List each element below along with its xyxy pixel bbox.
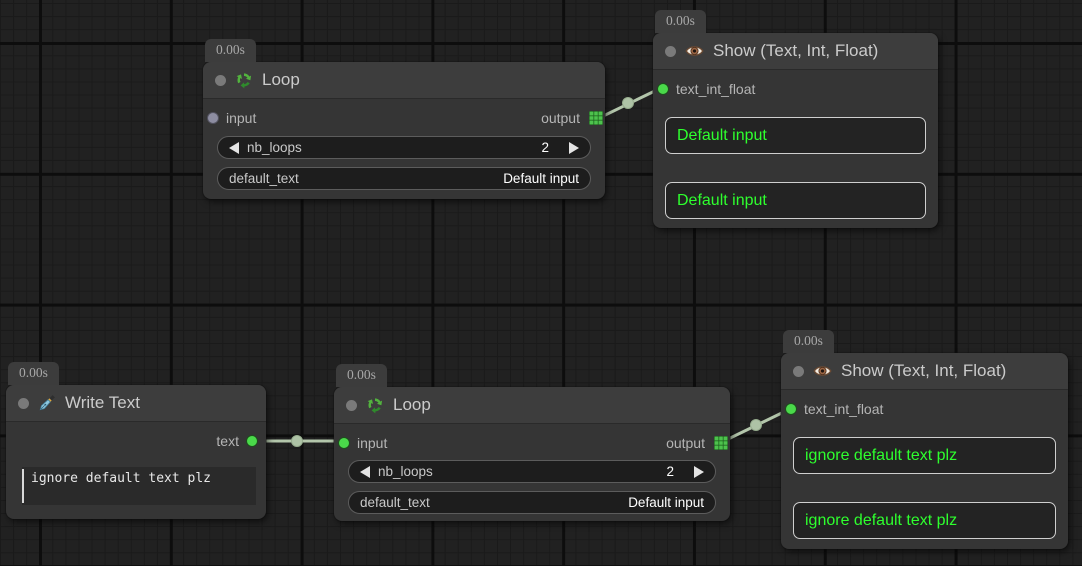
show-text-output-box: Default input [665,182,926,219]
reroute-dot[interactable] [291,435,303,447]
widget-label: default_text [360,495,430,510]
slot-dot-connected[interactable] [338,437,350,449]
input-slot-text-int-float[interactable]: text_int_float [657,81,755,97]
collapse-dot[interactable] [215,74,226,86]
show-text-output-box: ignore default text plz [793,437,1056,474]
increment-arrow-icon[interactable] [569,141,579,154]
widget-label: nb_loops [247,140,302,155]
node-show-top[interactable]: 0.00s Show (Text, Int, Float) text_int_f… [653,10,938,228]
input-slot-input[interactable]: input [338,435,387,451]
widget-value[interactable]: 2 [541,140,549,155]
node-title-bar[interactable]: Show (Text, Int, Float) [653,33,938,70]
output-slot-label: output [541,110,580,126]
slot-dot-disconnected[interactable] [207,112,219,124]
grid-output-icon[interactable] [589,111,603,125]
reroute-dot[interactable] [750,419,762,431]
show-text-output-box: Default input [665,117,926,154]
widget-label: default_text [229,171,299,186]
output-slot-output[interactable]: output [541,110,603,126]
node-loop-bottom[interactable]: 0.00s Loop input output nb_loops 2 defau… [334,364,730,521]
text-area-value: ignore default text plz [31,471,212,486]
nb-loops-number-widget[interactable]: nb_loops 2 [217,136,591,159]
execution-time-badge: 0.00s [336,364,387,387]
node-write-text[interactable]: 0.00s Write Text text ignore default tex… [6,362,266,519]
node-title: Loop [393,395,431,414]
node-show-bottom[interactable]: 0.00s Show (Text, Int, Float) text_int_f… [781,330,1068,549]
node-title-bar[interactable]: Loop [334,387,730,424]
eye-icon [813,364,832,378]
recycle-icon [235,71,253,89]
text-caret [22,469,24,503]
input-slot-label: text_int_float [676,81,756,97]
input-slot-label: input [357,435,388,451]
execution-time-badge: 0.00s [783,330,834,353]
reroute-dot[interactable] [622,97,634,109]
slot-dot-connected[interactable] [657,83,669,95]
decrement-arrow-icon[interactable] [229,141,239,154]
node-title: Write Text [65,393,140,412]
widget-value[interactable]: 2 [666,464,674,479]
node-title-bar[interactable]: Loop [203,62,605,99]
slot-dot-connected[interactable] [785,403,797,415]
input-slot-label: text_int_float [804,401,884,417]
execution-time-badge: 0.00s [205,39,256,62]
input-slot-input[interactable]: input [207,110,256,126]
slot-dot-connected[interactable] [246,435,258,447]
default-text-widget[interactable]: default_text Default input [348,491,716,514]
output-slot-text[interactable]: text [216,433,258,449]
output-slot-output[interactable]: output [666,435,728,451]
widget-value[interactable]: Default input [503,171,579,186]
widget-value[interactable]: Default input [628,495,704,510]
grid-output-icon[interactable] [714,436,728,450]
collapse-dot[interactable] [346,399,357,411]
pen-icon [38,394,56,412]
eye-icon [685,44,704,58]
default-text-widget[interactable]: default_text Default input [217,167,591,190]
node-title-bar[interactable]: Show (Text, Int, Float) [781,353,1068,390]
decrement-arrow-icon[interactable] [360,465,370,478]
node-title: Show (Text, Int, Float) [841,361,1007,380]
recycle-icon [366,396,384,414]
execution-time-badge: 0.00s [8,362,59,385]
widget-label: nb_loops [378,464,433,479]
node-loop-top[interactable]: 0.00s Loop input output nb_loops 2 defau… [203,39,605,199]
input-slot-label: input [226,110,257,126]
node-title: Show (Text, Int, Float) [713,41,879,60]
collapse-dot[interactable] [665,45,676,57]
output-slot-label: text [216,433,239,449]
input-slot-text-int-float[interactable]: text_int_float [785,401,883,417]
output-slot-label: output [666,435,705,451]
node-title: Loop [262,70,300,89]
text-input-area[interactable]: ignore default text plz [22,467,256,505]
increment-arrow-icon[interactable] [694,465,704,478]
nb-loops-number-widget[interactable]: nb_loops 2 [348,460,716,483]
show-text-output-box: ignore default text plz [793,502,1056,539]
node-title-bar[interactable]: Write Text [6,385,266,422]
collapse-dot[interactable] [18,397,29,409]
collapse-dot[interactable] [793,365,804,377]
execution-time-badge: 0.00s [655,10,706,33]
